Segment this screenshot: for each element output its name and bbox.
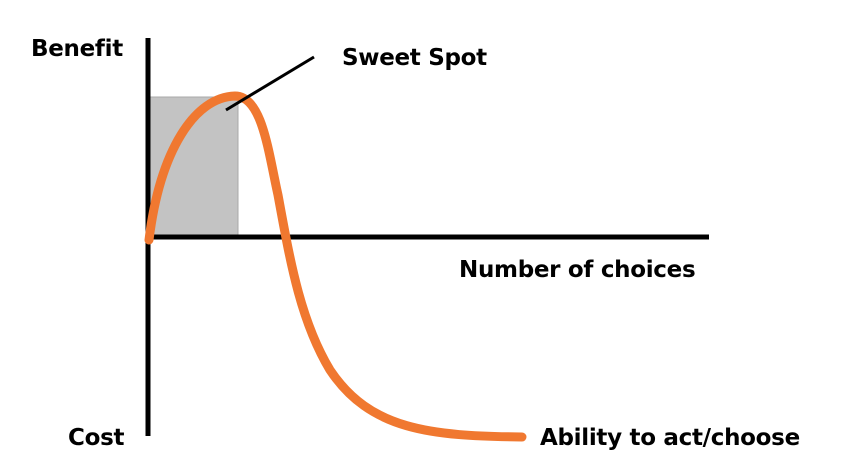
curve-label: Ability to act/choose [540,425,800,451]
sweet-spot-pointer [225,55,315,112]
ability-curve [144,91,527,442]
sweet-spot-label: Sweet Spot [342,45,487,71]
x-axis-label: Number of choices [459,257,696,283]
benefit-label: Benefit [31,36,123,62]
cost-label: Cost [68,425,125,451]
